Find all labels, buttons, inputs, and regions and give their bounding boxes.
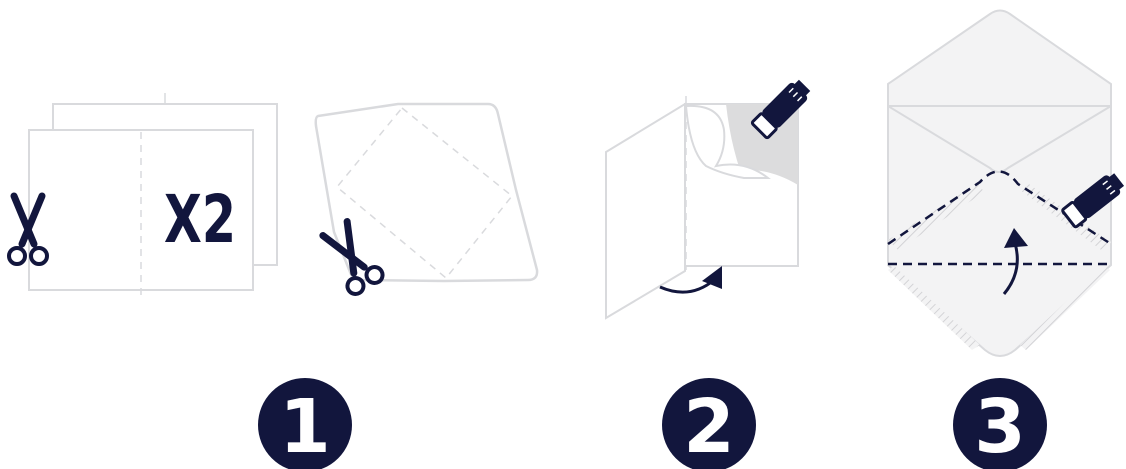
envelope-inner-v: [887, 105, 1112, 173]
paper-sheets-pair: X2: [28, 93, 278, 298]
envelope-template: [314, 102, 539, 283]
step-badge-3: 3: [953, 378, 1047, 469]
step-number: 1: [279, 384, 331, 469]
scissors-icon: [319, 218, 385, 297]
multiplier-label: X2: [164, 181, 236, 258]
folding-sheet: [605, 96, 799, 320]
template-outline: [314, 102, 539, 283]
curved-arrow-icon: [1002, 228, 1028, 295]
scissors-icon: [7, 192, 49, 266]
left-glue-strip: [888, 183, 984, 250]
step-badge-2: 2: [662, 378, 756, 469]
bottom-left-glue-strip: [888, 266, 980, 350]
glue-stick-icon: [1061, 173, 1125, 229]
envelope: [887, 9, 1112, 357]
bottom-right-glue-strip: [1020, 266, 1110, 350]
step-badge-1: 1: [258, 378, 352, 469]
sheet-left-panel: [605, 102, 686, 320]
envelope-outline: [887, 9, 1112, 357]
curved-arrow-icon: [659, 266, 722, 294]
template-fold-lines: [335, 106, 514, 280]
step-number: 2: [683, 384, 735, 469]
glue-stick-icon: [750, 79, 811, 140]
step-number: 3: [974, 384, 1026, 469]
peeled-corner: [684, 104, 771, 179]
side-flap-fold-dashed: [887, 170, 1112, 246]
